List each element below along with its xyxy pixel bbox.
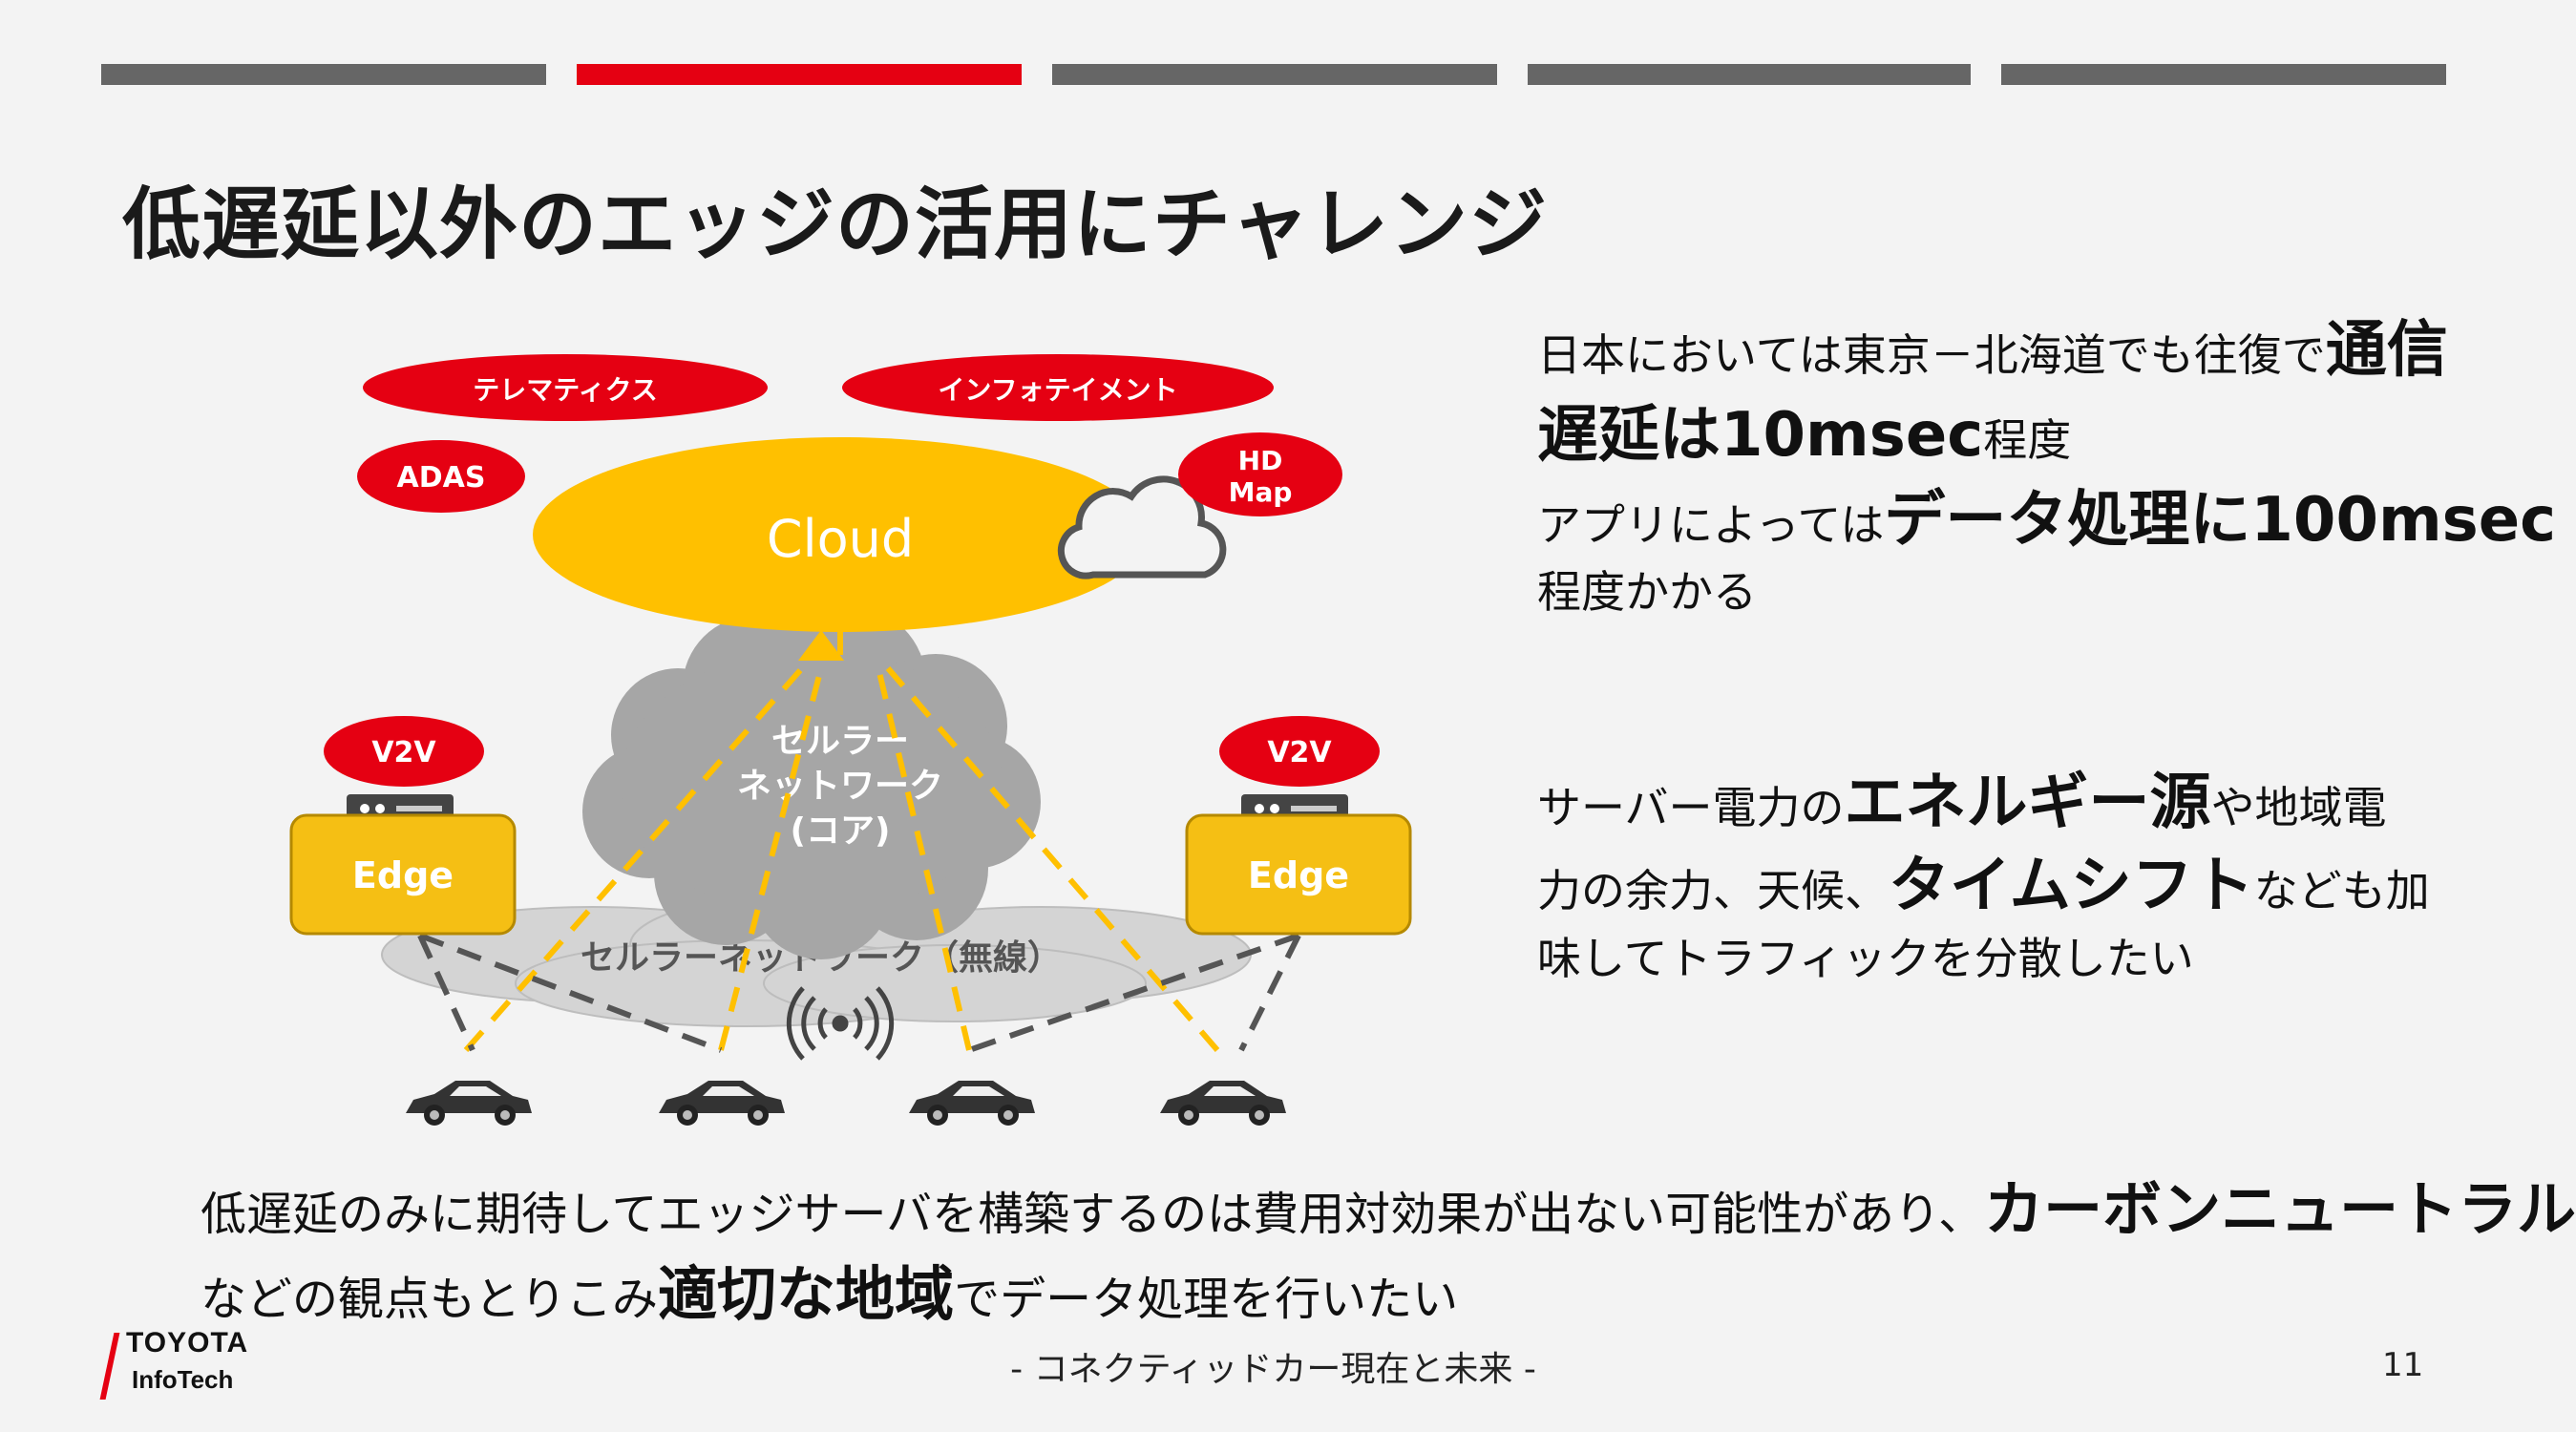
car-icon: [1160, 1081, 1286, 1126]
service-infotainment-oval: [842, 354, 1274, 421]
v2v-left-oval: [324, 716, 484, 787]
v2v-right-label: V2V: [1267, 736, 1332, 769]
car-icon: [659, 1081, 785, 1126]
v2v-left-label: V2V: [371, 736, 436, 769]
slide-title: 低遅延以外のエッジの活用にチャレンジ: [122, 179, 1549, 270]
antenna-signal-icon: [786, 986, 895, 1061]
energy-text-c: や地域電: [2210, 782, 2387, 833]
cloud-label: Cloud: [767, 509, 914, 569]
conclusion-text-c: などの観点もとりこみ: [201, 1273, 659, 1326]
energy-text-g: 味してトラフィックを分散したい: [1537, 933, 2194, 984]
service-hdmap-oval: [1178, 432, 1342, 516]
energy-text-f: なども加: [2253, 865, 2430, 916]
service-telematics-oval: [363, 354, 768, 421]
car-icon: [909, 1081, 1035, 1126]
latency-text-c: 遅延は10msec: [1537, 400, 1984, 471]
processing-text-c: 程度かかる: [1537, 566, 1757, 618]
uplink-arrow-icon: [798, 630, 844, 661]
service-infotainment-label: インフォテイメント: [938, 374, 1177, 406]
progress-segment-4: [1528, 64, 1971, 85]
service-adas-oval: [357, 440, 525, 513]
energy-text-d: 力の余力、天候、: [1537, 865, 1889, 916]
service-hdmap-label-2: Map: [1229, 476, 1293, 508]
edge-left-label: Edge: [352, 854, 454, 896]
edge-right-box: [1185, 813, 1412, 936]
conclusion-text-e: でデータ処理を行いたい: [954, 1273, 1459, 1326]
progress-segment-1: [101, 64, 546, 85]
conclusion-text-d: 適切な地域: [658, 1259, 955, 1329]
energy-note: サーバー電力のエネルギー源や地域電 力の余力、天候、タイムシフトなども加 味して…: [1537, 764, 2530, 987]
energy-text-a: サーバー電力の: [1537, 782, 1845, 833]
car-to-edge-links: [417, 933, 1301, 1053]
v2v-right-oval: [1219, 716, 1380, 787]
progress-segment-2-active: [577, 64, 1022, 85]
logo-line-1: TOYOTA: [126, 1327, 249, 1358]
toyota-infotech-logo: TOYOTA InfoTech: [99, 1325, 264, 1403]
latency-note: 日本においては東京－北海道でも往復で通信 遅延は10msec程度 アプリによって…: [1537, 310, 2556, 619]
energy-text-e: タイムシフト: [1889, 851, 2254, 921]
car-to-cloud-links: [463, 630, 1220, 1052]
core-network-label-1: セルラー: [771, 722, 909, 761]
progress-segment-3: [1052, 64, 1497, 85]
service-telematics-label: テレマティクス: [473, 374, 657, 406]
edge-right-label: Edge: [1248, 854, 1349, 896]
conclusion-text: 低遅延のみに期待してエッジサーバを構築するのは費用対効果が出ない可能性があり、カ…: [201, 1169, 2576, 1339]
latency-text-d: 程度: [1983, 414, 2072, 466]
cloud-ellipse: [533, 437, 1148, 632]
footer-title: - コネクティッドカー現在と未来 -: [1010, 1350, 1536, 1389]
edge-left-box: [289, 813, 517, 936]
progress-segment-5: [2001, 64, 2446, 85]
conclusion-text-a: 低遅延のみに期待してエッジサーバを構築するのは費用対効果が出ない可能性があり、: [201, 1188, 1985, 1241]
service-adas-label: ADAS: [397, 461, 486, 495]
cloud-icon: [1057, 475, 1227, 579]
processing-text-a: アプリによっては: [1537, 499, 1885, 551]
logo-line-2: InfoTech: [132, 1365, 234, 1394]
energy-text-b: エネルギー源: [1844, 768, 2211, 838]
core-network-label-3: (コア): [791, 811, 891, 851]
latency-text-a: 日本においては東京－北海道でも往復で: [1537, 329, 2326, 381]
latency-text-b: 通信: [2325, 315, 2448, 386]
car-icon: [406, 1081, 532, 1126]
processing-text-b: データ処理に100msec: [1884, 485, 2557, 556]
conclusion-text-b: カーボンニュートラル: [1984, 1174, 2576, 1244]
service-hdmap-label-1: HD: [1238, 445, 1283, 476]
page-number: 11: [2382, 1346, 2424, 1384]
